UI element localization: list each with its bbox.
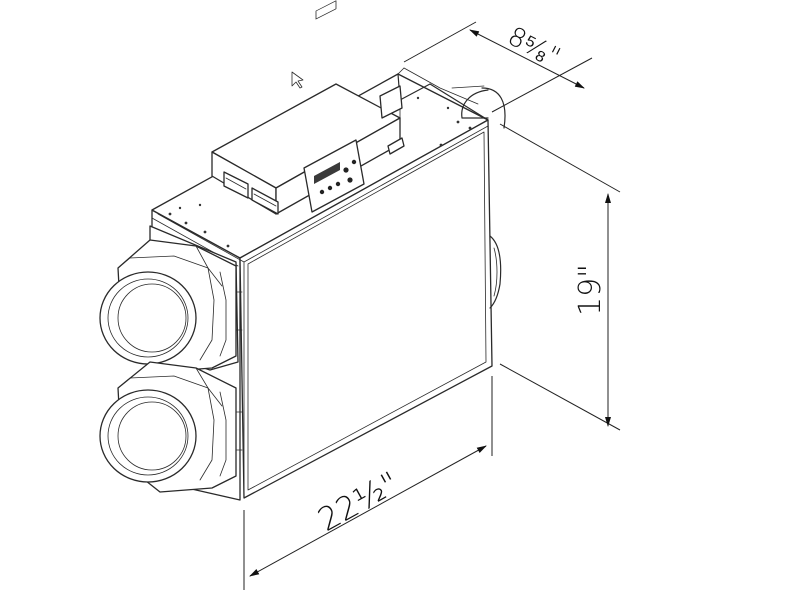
- control-box: [211, 0, 405, 215]
- depth-label: 8⁵⁄₈": [503, 22, 565, 73]
- panel-buttons: [319, 159, 357, 195]
- control-panel: [303, 139, 365, 213]
- front-face: [239, 119, 493, 499]
- width-label: 22½": [311, 464, 405, 539]
- dimension-width: [243, 376, 493, 590]
- height-label: 19": [573, 264, 608, 316]
- dimension-height: [499, 123, 621, 431]
- duct-collar-lower: [99, 361, 243, 493]
- dimension-depth: [403, 21, 593, 113]
- rivets: [168, 96, 472, 248]
- duct-collar-upper: [99, 225, 243, 373]
- pointer-mark: [291, 71, 304, 89]
